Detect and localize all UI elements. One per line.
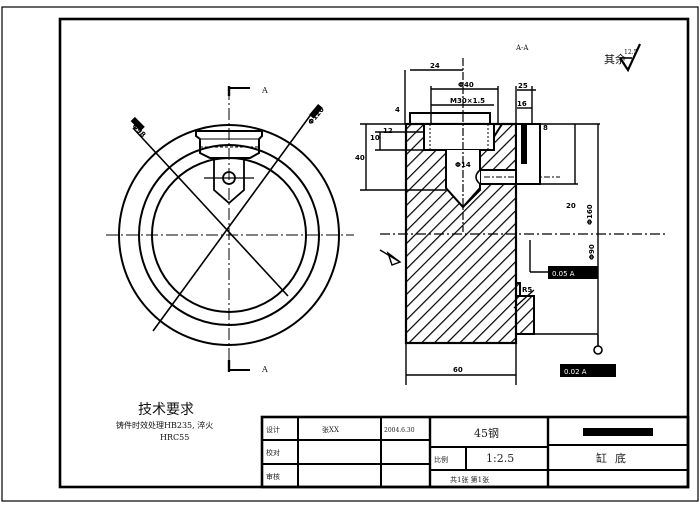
- title-block: [260, 415, 690, 489]
- roughness-mark-left: [386, 251, 402, 266]
- section-marker-top: A: [261, 86, 268, 95]
- dim-m30: M30×1.5: [450, 97, 485, 105]
- dim-16: 16: [517, 100, 527, 108]
- tolerance-frame-1: 0.05 A: [548, 266, 598, 279]
- section-dimensions: [360, 69, 600, 385]
- tb-role-check: 校对: [266, 448, 280, 457]
- dim-4: 4: [395, 106, 400, 114]
- dim-fillet: R5: [522, 286, 532, 294]
- dim-25: 25: [518, 82, 528, 90]
- tech-req-line2: HRC55: [160, 433, 189, 442]
- dim-40: 40: [355, 154, 365, 162]
- datum-circle: [593, 345, 603, 355]
- section-view: [380, 58, 665, 345]
- tb-role-design: 设计: [266, 425, 280, 434]
- tb-role-review: 审核: [266, 472, 280, 481]
- svg-text:0.05 A: 0.05 A: [552, 270, 575, 278]
- dim-12: 12: [383, 127, 393, 135]
- section-label: A-A: [515, 44, 529, 52]
- tb-material: 45钢: [474, 427, 499, 440]
- front-view: [106, 86, 354, 372]
- roughness-value: 12.5: [624, 49, 638, 56]
- dim-phi40: Φ40: [458, 81, 474, 89]
- outer-frame: [1, 6, 699, 502]
- roughness-note: 其余: [604, 52, 626, 66]
- tb-date-design: 2004.6.30: [384, 427, 415, 434]
- svg-text:0.02 A: 0.02 A: [564, 368, 587, 376]
- dim-phi14: Φ14: [455, 161, 471, 169]
- tech-req-title: 技术要求: [138, 402, 194, 418]
- roughness-symbol-icon: [619, 43, 641, 73]
- tb-sheet-info: 共1张 第1张: [450, 475, 489, 484]
- dim-10: 10: [370, 134, 380, 142]
- dim-60: 60: [453, 366, 463, 374]
- tolerance-frame-2: 0.02 A: [560, 364, 616, 377]
- section-marker-bottom: A: [261, 365, 268, 374]
- tb-scale-label: 比例: [434, 455, 448, 464]
- dim-phi90: Φ90: [588, 244, 596, 260]
- dim-front-phi1: Φ98: [130, 122, 147, 139]
- dim-phi160: Φ160: [586, 204, 594, 225]
- tech-req-line1: 铸件时效处理HB235, 淬火: [116, 420, 213, 430]
- tb-name-design: 张XX: [322, 425, 339, 434]
- tb-school-name: [583, 428, 653, 436]
- dim-20: 20: [566, 202, 576, 210]
- tb-part-name: 缸底: [596, 451, 634, 465]
- dim-24: 24: [430, 62, 440, 70]
- tb-scale: 1:2.5: [486, 452, 514, 465]
- dim-8: 8: [543, 124, 548, 132]
